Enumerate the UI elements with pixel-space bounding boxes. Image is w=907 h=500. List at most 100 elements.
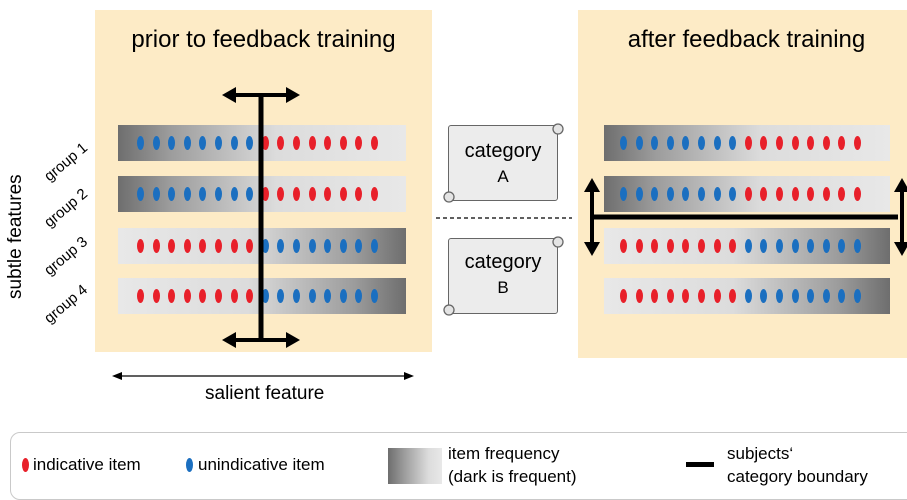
indicative-item (776, 136, 783, 150)
indicative-item (293, 136, 300, 150)
unindicative-item (620, 187, 627, 201)
indicative-item (261, 187, 269, 201)
unindicative-item (152, 187, 160, 201)
unindicative-item (199, 136, 207, 150)
right-row-3 (604, 228, 890, 264)
unindicative-item (339, 289, 347, 303)
unindicative-item (261, 239, 269, 253)
indicative-item (682, 289, 690, 303)
indicative-item (261, 136, 269, 150)
unindicative-item (293, 239, 300, 253)
indicative-item (620, 239, 627, 253)
indicative-item (168, 239, 176, 253)
unindicative-item (822, 289, 830, 303)
unindicative-item (776, 239, 783, 253)
indicative-item (230, 289, 238, 303)
unindicative-item (651, 136, 659, 150)
legend-indicative-label: indicative item (33, 455, 141, 474)
unindicative-item (308, 289, 316, 303)
indicative-item (277, 187, 285, 201)
unindicative-item (651, 187, 659, 201)
unindicative-item (776, 289, 783, 303)
unindicative-item (698, 136, 705, 150)
category-b-scroll: category B (448, 238, 558, 314)
indicative-item (822, 187, 830, 201)
unindicative-item (744, 289, 752, 303)
unindicative-item (183, 187, 191, 201)
unindicative-item (199, 187, 207, 201)
unindicative-item (261, 289, 269, 303)
indicative-item (651, 289, 659, 303)
x-axis-label: salient feature (205, 383, 325, 404)
legend-boundary-line1: subjects‘ (727, 444, 794, 463)
indicative-item (760, 187, 768, 201)
indicative-item (183, 239, 191, 253)
unindicative-item (744, 239, 752, 253)
unindicative-item (713, 187, 721, 201)
unindicative-item (620, 136, 627, 150)
unindicative-item (230, 136, 238, 150)
unindicative-item (838, 239, 846, 253)
unindicative-item (791, 289, 799, 303)
indicative-item (215, 239, 222, 253)
unindicative-item (355, 239, 363, 253)
unindicative-item (355, 289, 363, 303)
unindicative-item (137, 136, 144, 150)
indicative-item (199, 239, 207, 253)
indicative-item (807, 136, 815, 150)
indicative-item (371, 187, 378, 201)
unindicative-item (713, 136, 721, 150)
legend-unindicative-dot (186, 458, 193, 472)
indicative-item (698, 289, 705, 303)
category-a-label: category (464, 140, 542, 162)
unindicative-item (324, 289, 332, 303)
indicative-item (807, 187, 815, 201)
unindicative-item (215, 187, 222, 201)
indicative-item (635, 289, 643, 303)
legend-indicative-dot (22, 458, 29, 472)
unindicative-item (666, 136, 674, 150)
indicative-item (324, 136, 332, 150)
unindicative-item (308, 239, 316, 253)
indicative-item (215, 289, 222, 303)
unindicative-item (230, 187, 238, 201)
category-b-letter: B (497, 278, 509, 297)
unindicative-item (838, 289, 846, 303)
unindicative-item (854, 289, 861, 303)
indicative-item (355, 187, 363, 201)
unindicative-item (854, 239, 861, 253)
unindicative-item (246, 136, 254, 150)
indicative-item (838, 187, 846, 201)
unindicative-item (277, 239, 285, 253)
unindicative-item (682, 187, 690, 201)
indicative-item (371, 136, 378, 150)
indicative-item (651, 239, 659, 253)
indicative-item (308, 187, 316, 201)
indicative-item (776, 187, 783, 201)
legend-boundary-line2: category boundary (727, 467, 868, 486)
indicative-item (183, 289, 191, 303)
indicative-item (168, 289, 176, 303)
unindicative-item (760, 239, 768, 253)
indicative-item (199, 289, 207, 303)
indicative-item (713, 239, 721, 253)
indicative-item (137, 289, 144, 303)
legend-unindicative-label: unindicative item (198, 455, 325, 474)
unindicative-item (760, 289, 768, 303)
unindicative-item (682, 136, 690, 150)
indicative-item (620, 289, 627, 303)
indicative-item (230, 239, 238, 253)
unindicative-item (635, 187, 643, 201)
legend (10, 432, 907, 500)
indicative-item (355, 136, 363, 150)
legend-frequency-line2: (dark is frequent) (448, 467, 577, 486)
indicative-item (339, 187, 347, 201)
unindicative-item (293, 289, 300, 303)
unindicative-item (729, 187, 737, 201)
legend-boundary-swatch (686, 462, 714, 467)
